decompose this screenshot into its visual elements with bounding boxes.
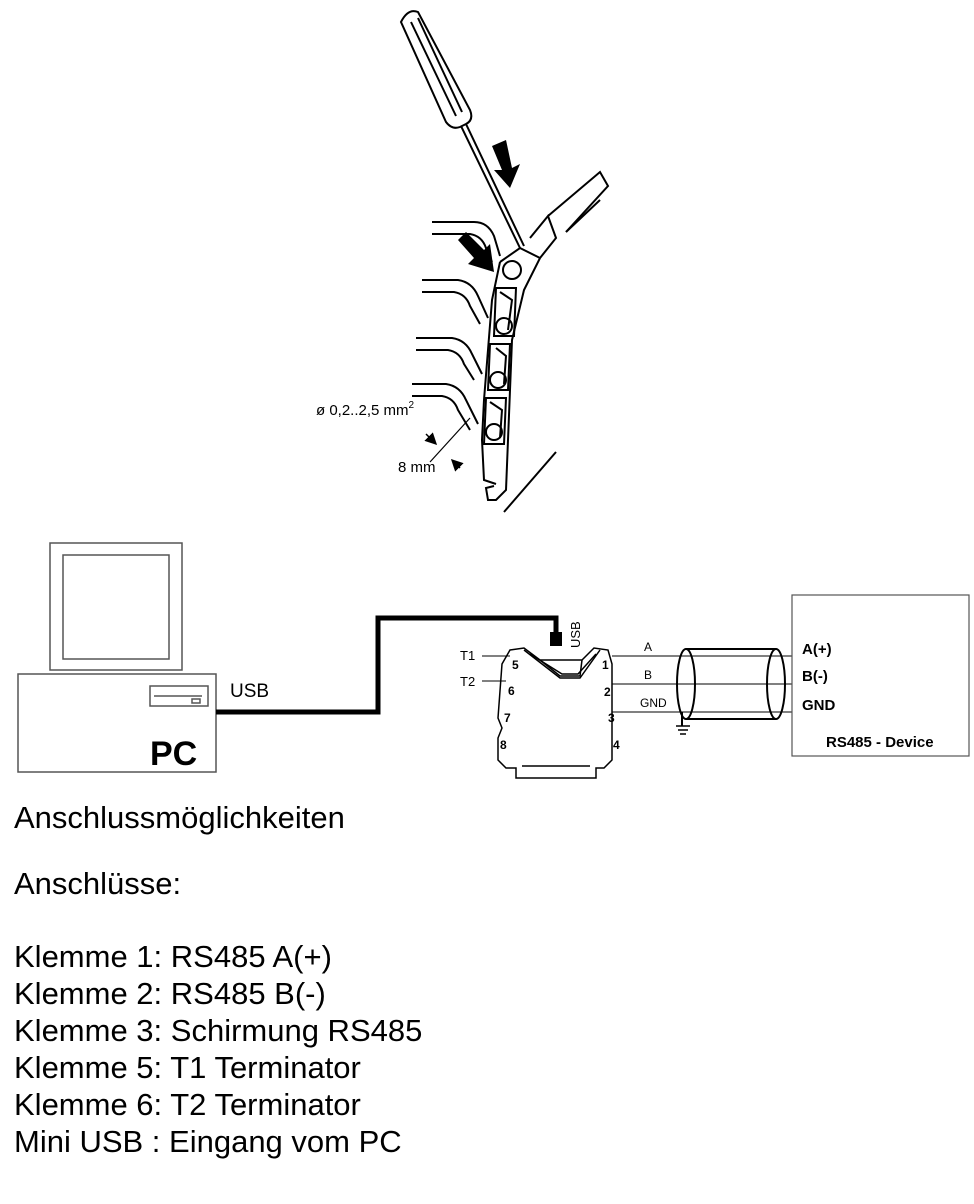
usb-cable-label: USB	[230, 681, 269, 702]
terminal-list: Klemme 1: RS485 A(+) Klemme 2: RS485 B(-…	[14, 938, 954, 1160]
device-b-label: B(-)	[802, 668, 828, 685]
device-gnd-label: GND	[802, 697, 836, 714]
description-text: Anschlussmöglichkeiten Anschlüsse: Klemm…	[14, 798, 954, 1160]
wiring-diagram: ø 0,2..2,5 mm2 8 mm PC USB USB T1 T2 5 6…	[17, 10, 970, 779]
terminal-item: Klemme 5: T1 Terminator	[14, 1050, 361, 1085]
pc-monitor	[49, 542, 183, 671]
pc-case	[17, 673, 217, 773]
ground-icon	[676, 725, 690, 735]
device-a-label: A(+)	[802, 641, 832, 658]
screwdriver	[399, 10, 525, 249]
terminal-number: 5	[512, 658, 519, 672]
t1-label: T1	[460, 648, 475, 663]
usb-port-label: USB	[568, 621, 583, 648]
interface-module	[497, 647, 613, 779]
disk-drive-icon	[149, 685, 209, 707]
terminal-number: 1	[602, 658, 609, 672]
rs485-device-box	[791, 594, 970, 757]
terminal-item: Mini USB : Eingang vom PC	[14, 1124, 402, 1159]
terminal-numbers: 5 6 7 8 1 2 3 4	[500, 658, 620, 752]
strip-length-label: 8 mm	[398, 459, 436, 476]
terminal-item: Klemme 6: T2 Terminator	[14, 1087, 361, 1122]
terminal-leads	[482, 655, 792, 713]
terminal-number: 8	[500, 738, 507, 752]
line-b-label: B	[644, 668, 652, 682]
terminal-number: 2	[604, 685, 611, 699]
diagram-area: ø 0,2..2,5 mm2 8 mm PC USB USB T1 T2 5 6…	[17, 10, 970, 779]
terminal-item: Klemme 3: Schirmung RS485	[14, 1013, 423, 1048]
terminal-number: 7	[504, 711, 511, 725]
push-arrow-icon	[492, 140, 520, 188]
terminal-number: 6	[508, 684, 515, 698]
t2-label: T2	[460, 674, 475, 689]
insert-arrow-icon	[458, 232, 494, 272]
section-heading: Anschlussmöglichkeiten	[14, 800, 345, 835]
terminal-housing	[480, 170, 610, 513]
pc-label: PC	[150, 735, 197, 773]
wires	[412, 221, 501, 431]
usb-cable	[216, 615, 559, 715]
terminal-illustration	[399, 10, 610, 513]
device-name-label: RS485 - Device	[826, 734, 934, 751]
terminal-number: 4	[613, 738, 620, 752]
line-a-label: A	[644, 640, 652, 654]
line-gnd-label: GND	[640, 696, 667, 710]
shielded-cable	[676, 648, 786, 726]
terminal-number: 3	[608, 711, 615, 725]
terminal-item: Klemme 1: RS485 A(+)	[14, 939, 332, 974]
terminal-item: Klemme 2: RS485 B(-)	[14, 976, 326, 1011]
wire-spec-label: ø 0,2..2,5 mm2	[316, 400, 415, 419]
connections-heading: Anschlüsse:	[14, 866, 182, 901]
usb-plug	[550, 632, 562, 646]
pc-computer	[17, 542, 217, 773]
